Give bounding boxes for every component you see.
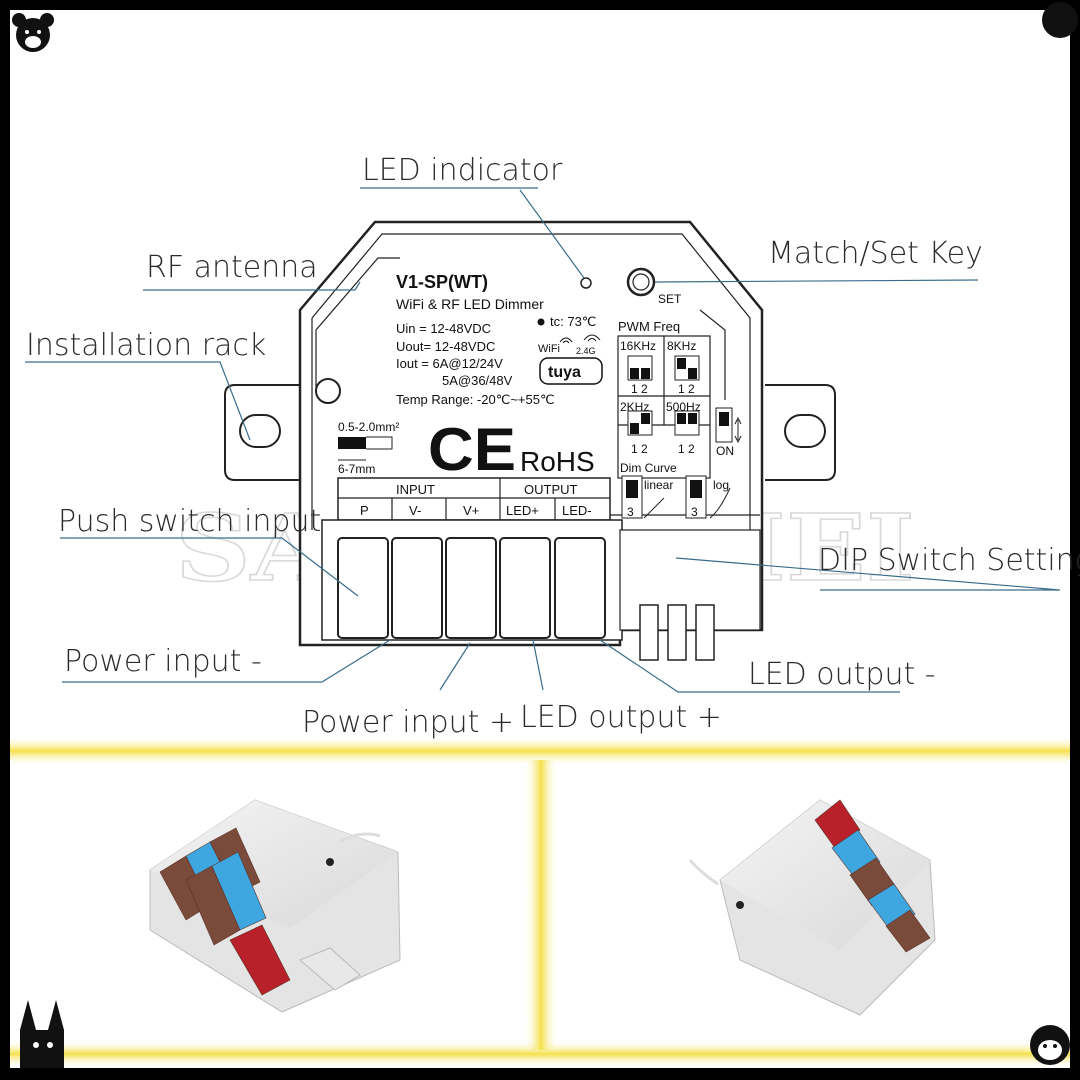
bear-icon xyxy=(12,13,54,52)
svg-text:tuya: tuya xyxy=(548,364,581,381)
device-label: V1-SP(WT) WiFi & RF LED Dimmer tc: 73℃ U… xyxy=(338,272,734,519)
output-header: OUTPUT xyxy=(524,482,578,497)
label-led-output-plus: LED output + xyxy=(520,700,722,735)
label-match-set-key: Match/Set Key xyxy=(768,236,983,271)
dim-log: log xyxy=(713,478,729,492)
terminal-led-minus: LED- xyxy=(562,503,592,518)
terminal-v-minus: V- xyxy=(409,503,421,518)
dim-dip-3-b: 3 xyxy=(691,505,698,519)
label-led-output-minus: LED output - xyxy=(748,657,936,692)
freq-500hz: 500Hz xyxy=(666,400,701,414)
label-push-switch-input: Push switch input xyxy=(58,504,321,539)
label-dip-switch-setting: DIP Switch Setting xyxy=(818,543,1080,578)
rf-antenna-trace xyxy=(315,257,400,392)
dip-switch-pins xyxy=(639,604,715,661)
wifi-band: 2.4G xyxy=(576,346,596,356)
dim-dip-3-a: 3 xyxy=(627,505,634,519)
dip-12-c: 1 2 xyxy=(631,442,648,456)
dip-12-a: 1 2 xyxy=(631,382,648,396)
wifi-label: WiFi xyxy=(538,343,560,355)
pwm-freq-title: PWM Freq xyxy=(618,319,680,334)
label-power-input-plus: Power input + xyxy=(302,705,514,740)
set-label: SET xyxy=(658,292,682,306)
wire-gauge: 0.5-2.0mm² xyxy=(338,420,399,434)
spec-uout: Uout= 12-48VDC xyxy=(396,339,495,354)
terminal-p: P xyxy=(360,503,369,518)
tc-rating: tc: 73℃ xyxy=(550,314,596,329)
ce-mark: CE xyxy=(428,416,516,483)
spec-iout-1: Iout = 6A@12/24V xyxy=(396,356,503,371)
dim-linear: linear xyxy=(644,478,673,492)
spec-uin: Uin = 12-48VDC xyxy=(396,321,491,336)
label-power-input-minus: Power input - xyxy=(64,644,262,679)
led-indicator xyxy=(580,277,592,289)
on-label: ON xyxy=(716,444,734,458)
freq-2khz: 2KHz xyxy=(620,400,649,414)
spec-iout-2: 5A@36/48V xyxy=(442,373,513,388)
label-led-indicator: LED indicator xyxy=(362,153,563,188)
device-drawing xyxy=(224,220,836,661)
rohs-mark: RoHS xyxy=(520,446,595,477)
corner-dot-icon xyxy=(1042,2,1078,38)
label-installation-rack: Installation rack xyxy=(26,328,266,363)
rabbit-icon xyxy=(20,1000,64,1068)
model-name: V1-SP(WT) xyxy=(396,272,488,292)
dip-12-b: 1 2 xyxy=(678,382,695,396)
freq-16khz: 16KHz xyxy=(620,339,656,353)
strip-length: 6-7mm xyxy=(338,462,375,476)
product-photo-left xyxy=(149,799,401,1013)
tuya-logo: tuya xyxy=(539,357,603,385)
dim-curve-title: Dim Curve xyxy=(620,461,677,475)
label-rf-antenna: RF antenna xyxy=(146,250,318,285)
input-header: INPUT xyxy=(396,482,435,497)
device-subtitle: WiFi & RF LED Dimmer xyxy=(396,296,544,312)
product-photo-right xyxy=(688,799,936,1016)
monkey-icon xyxy=(1030,1025,1070,1065)
freq-8khz: 8KHz xyxy=(667,339,696,353)
glow-separator-vertical xyxy=(524,760,558,1050)
wifi-icon xyxy=(559,334,601,344)
tc-dot xyxy=(537,318,545,326)
dip-12-d: 1 2 xyxy=(678,442,695,456)
spec-temp-range: Temp Range: -20℃~+55℃ xyxy=(396,392,555,407)
terminal-led-plus: LED+ xyxy=(506,503,539,518)
terminal-v-plus: V+ xyxy=(463,503,479,518)
callout-lines xyxy=(25,187,1061,693)
